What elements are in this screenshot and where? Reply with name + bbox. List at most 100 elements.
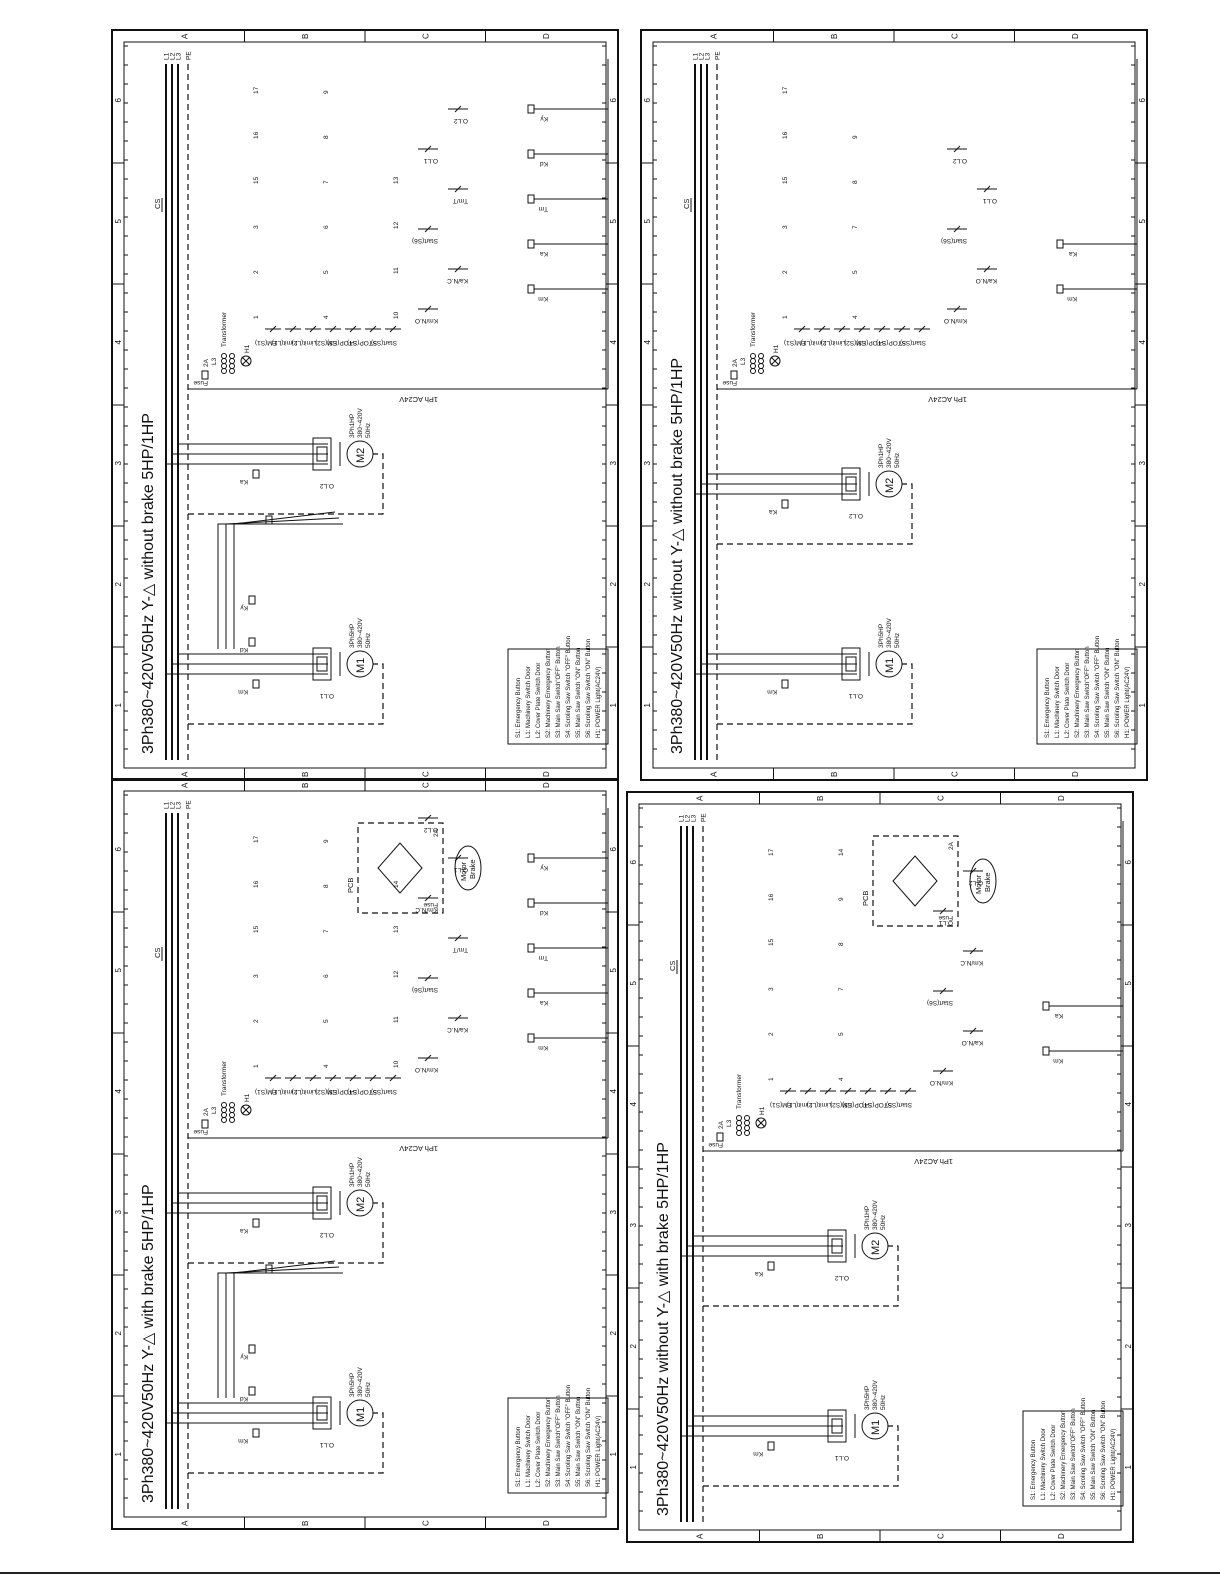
overload-element bbox=[316, 1405, 328, 1421]
coil-label: Ka bbox=[1069, 250, 1077, 257]
border-number-bottom: 3 bbox=[609, 1210, 618, 1215]
border-number-top: 2 bbox=[629, 1344, 638, 1349]
border-number-top: 6 bbox=[114, 847, 123, 852]
border-letter-left: B bbox=[830, 772, 839, 777]
rectifier-bridge bbox=[892, 855, 938, 907]
motor-pe-link bbox=[188, 1412, 384, 1474]
switch-label: Limit(L2) bbox=[292, 339, 317, 346]
contactor-label-Km: Km bbox=[767, 688, 777, 695]
rail-label: L1 bbox=[693, 52, 700, 60]
transformer-coil bbox=[221, 353, 227, 359]
contactor-label-Ka: Ka bbox=[240, 478, 248, 485]
relay-coil-Km bbox=[527, 1033, 535, 1043]
border-letter-right: D bbox=[542, 33, 551, 39]
transformer-coil bbox=[744, 1120, 750, 1126]
transformer-coil bbox=[744, 1130, 750, 1136]
border-letter-right: A bbox=[695, 795, 704, 801]
switch-label: STOP(S4) bbox=[347, 339, 377, 346]
contact-label: Tm/T bbox=[453, 197, 468, 204]
yd-wire bbox=[233, 1260, 336, 1398]
coil-label: Km bbox=[1053, 1057, 1063, 1064]
border-number-top: 4 bbox=[114, 340, 123, 345]
contact-label: Km/N.C bbox=[415, 906, 438, 913]
border-letter-left: A bbox=[709, 771, 718, 777]
coil-label: Tm bbox=[539, 954, 548, 961]
transformer-coil bbox=[229, 358, 235, 364]
wire-number: 2 bbox=[782, 270, 789, 274]
overload-label: O.L2 bbox=[320, 482, 334, 489]
wire-number: 16 bbox=[253, 131, 260, 139]
motor-pe-link bbox=[717, 663, 913, 725]
transformer-l3: L3 bbox=[740, 357, 747, 365]
motor-name: M1 bbox=[884, 658, 896, 673]
border-number-bottom: 4 bbox=[609, 1089, 618, 1094]
border-number-top: 1 bbox=[643, 703, 652, 708]
relay-coil-Km bbox=[1042, 1046, 1050, 1056]
transformer-coil bbox=[736, 1130, 742, 1136]
contact-symbol bbox=[969, 947, 977, 955]
wire-number: 3 bbox=[253, 225, 260, 229]
contact-label: Tm/T bbox=[453, 946, 468, 953]
switch-contact bbox=[784, 1087, 792, 1095]
legend-item: S5: Main Saw Switch "ON" Button bbox=[576, 648, 582, 738]
legend-box bbox=[1022, 1410, 1124, 1507]
fuse-rating: 2A bbox=[718, 1120, 725, 1129]
switch-contact bbox=[349, 1074, 357, 1082]
contactor-label-Km: Km bbox=[753, 1450, 763, 1457]
legend-box bbox=[507, 648, 609, 745]
border-number-top: 4 bbox=[114, 1089, 123, 1094]
transformer-coil bbox=[744, 1115, 750, 1121]
border-number-top: 6 bbox=[643, 98, 652, 103]
wire-number: 3 bbox=[782, 225, 789, 229]
power-light-h1 bbox=[240, 355, 252, 367]
coil-label: Ky bbox=[540, 864, 548, 871]
coil-label: Km bbox=[538, 295, 548, 302]
rail-label: L3 bbox=[705, 52, 712, 60]
legend-item: L2: Cover Plate Switch Door bbox=[536, 1412, 542, 1487]
border-number-top: 1 bbox=[114, 703, 123, 708]
contact-label: O.L2 bbox=[969, 879, 983, 886]
border-letter-right: B bbox=[301, 34, 310, 39]
border-number-bottom: 5 bbox=[1124, 981, 1133, 986]
wire-number: 10 bbox=[393, 311, 400, 319]
switch-label: STOP(S4) bbox=[347, 1088, 377, 1095]
motor-spec2: 380~420V bbox=[357, 1367, 364, 1397]
ac-voltage-label: 1Ph AC24V bbox=[399, 395, 438, 404]
legend-item: H1: POWER Light(AC24V) bbox=[1111, 1429, 1117, 1500]
legend-item: S3: Main Saw Switch"OFF" Button bbox=[556, 1395, 562, 1487]
border-letter-left: C bbox=[421, 771, 430, 777]
border-number-top: 5 bbox=[114, 968, 123, 973]
brake-label-1: Motor bbox=[974, 874, 983, 894]
transformer-coil bbox=[221, 358, 227, 364]
wire-number: 7 bbox=[852, 225, 859, 229]
border-letter-right: A bbox=[180, 33, 189, 39]
wire-number: 9 bbox=[323, 839, 330, 843]
wire-number: 17 bbox=[782, 86, 789, 94]
border-letter-right: D bbox=[542, 782, 551, 788]
motor-name: M2 bbox=[355, 1197, 367, 1212]
coil-label: Ka bbox=[540, 999, 548, 1006]
motor-spec1: 3Ph1HP bbox=[864, 1206, 871, 1230]
wire-number: 14 bbox=[838, 848, 845, 856]
contactor-label-Ky: Ky bbox=[240, 604, 248, 611]
cs-label: CS bbox=[682, 199, 691, 209]
contact-label: Ka/N.C bbox=[447, 277, 468, 284]
contactor-label-Ky: Ky bbox=[240, 1353, 248, 1360]
rail-label: PE bbox=[715, 51, 722, 60]
transformer-coil bbox=[750, 353, 756, 359]
pcb-box bbox=[357, 822, 444, 914]
contact-label: Ka/N.O bbox=[976, 277, 997, 284]
overload-element bbox=[831, 1238, 843, 1254]
rectifier-bridge bbox=[377, 842, 423, 894]
legend-item: S4: Scroling Saw Switch "OFF" Button bbox=[1095, 636, 1101, 738]
legend-item: L2: Cover Plate Switch Door bbox=[1065, 663, 1071, 738]
legend-box bbox=[1036, 648, 1138, 745]
wire-number: 16 bbox=[253, 880, 260, 888]
motor-brake-coil bbox=[969, 858, 997, 904]
transformer-coil bbox=[229, 353, 235, 359]
switch-label: Limit(L2) bbox=[821, 339, 846, 346]
motor-name: M1 bbox=[355, 658, 367, 673]
overload-block bbox=[312, 1186, 332, 1220]
